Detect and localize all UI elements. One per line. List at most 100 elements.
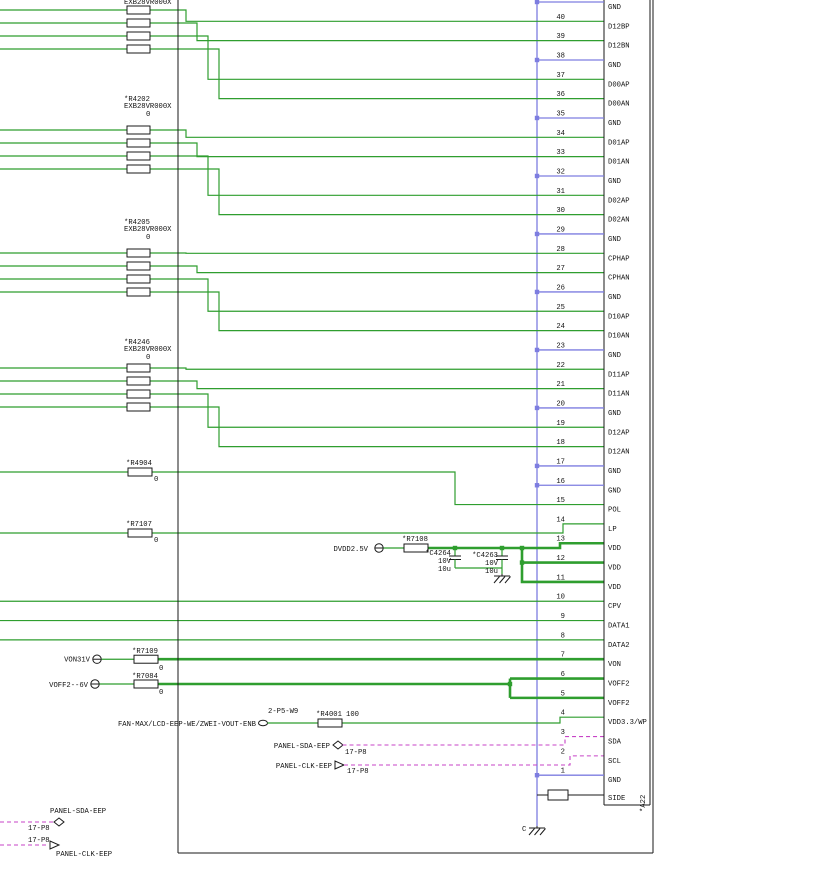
offpage-wire [342, 735, 604, 746]
pin-number: 15 [556, 497, 565, 505]
pin-name: VOFF2 [608, 700, 630, 708]
pin-name: D12AN [608, 449, 630, 457]
signal-wire [152, 471, 604, 506]
pin-name: VON [608, 661, 621, 669]
resistor-value: 0 [159, 689, 163, 697]
gnd-junction [534, 231, 540, 237]
pin-number: 40 [556, 14, 565, 22]
pin-number: 23 [556, 342, 565, 350]
signal-wire [150, 291, 604, 332]
resistor-refdes: *R4904 [126, 460, 152, 468]
pin-name: D00AN [608, 101, 630, 109]
ground-net-label: C [522, 826, 527, 834]
pin-number: 2 [561, 748, 565, 756]
pin-name: GND [608, 352, 621, 360]
pin-name: D02AN [608, 217, 630, 225]
gnd-junction [534, 773, 540, 778]
pin-name: DATA2 [608, 642, 630, 650]
network-part: EXB28VR000X [124, 346, 172, 354]
signal-wire [150, 155, 604, 196]
net-label: PANEL-CLK-EEP [276, 763, 332, 771]
resistor-network-element [126, 363, 151, 373]
pin-name: VOFF2 [608, 681, 630, 689]
connector-refdes: *A22 [640, 795, 648, 812]
pin-number: 4 [561, 710, 565, 718]
pin-number: 30 [556, 207, 565, 215]
pin-number: 31 [556, 188, 565, 196]
pin-name: GND [608, 62, 621, 70]
pin-name: POL [608, 507, 621, 515]
pin-number: 9 [561, 613, 565, 621]
resistor-refdes: *R7107 [126, 521, 152, 529]
resistor-value: 0 [154, 476, 158, 484]
signal-wire [150, 380, 604, 390]
pin-number: 29 [556, 226, 565, 234]
pin-number: 3 [561, 729, 565, 737]
offpage-wire [344, 755, 604, 766]
gnd-junction [534, 115, 540, 121]
pin-name: GND [608, 120, 621, 128]
capacitor-value: 10u [485, 568, 498, 576]
resistor-refdes: *R7108 [402, 536, 428, 544]
network-part: EXB28VR000X [124, 0, 172, 7]
network-value: 0 [146, 111, 150, 119]
pin-name: VDD3.3/WP [608, 719, 647, 727]
pin-name: GND [608, 4, 621, 12]
gnd-junction [534, 173, 540, 179]
connector-side-label: SIDE [608, 795, 625, 803]
pin-name: CPV [608, 603, 622, 611]
pin-number: 26 [556, 284, 565, 292]
capacitor-voltage: 10V [485, 560, 499, 568]
pin-number: 24 [556, 323, 565, 331]
signal-wire [342, 716, 604, 724]
cap-ground-symbol [493, 576, 500, 584]
pin-name: SDA [608, 739, 622, 747]
resistor-network-element [126, 274, 151, 284]
resistor-box [127, 467, 153, 477]
cap-ground-symbol [499, 576, 506, 584]
pin-name: CPHAP [608, 255, 630, 263]
net-label: PANEL-SDA-EEP [274, 743, 330, 751]
page-ref: 17-P8 [28, 837, 50, 845]
pin-number: 16 [556, 478, 565, 486]
page-ref: 17-P8 [28, 825, 50, 833]
pin-number: 10 [556, 594, 565, 602]
gnd-bus-ground-symbol [539, 828, 546, 836]
resistor-network-element [126, 248, 151, 258]
pin-number: 20 [556, 400, 565, 408]
network-refdes: *R4246 [124, 339, 150, 347]
pin-number: 13 [556, 536, 565, 544]
pin-number: 36 [556, 91, 565, 99]
capacitor-voltage: 10V [438, 558, 452, 566]
pin-name: D12AP [608, 429, 630, 437]
pin-name: D00AP [608, 81, 630, 89]
pin-number: 37 [556, 72, 565, 80]
network-refdes: *R4205 [124, 219, 150, 227]
pin-number: 17 [556, 458, 565, 466]
pin-name: VDD [608, 545, 621, 553]
offpage-diamond-symbol [332, 740, 344, 750]
pin-number: 12 [556, 555, 565, 563]
signal-wire [150, 367, 604, 370]
gnd-junction [534, 57, 540, 63]
signal-wire [150, 35, 604, 80]
resistor-value: 0 [154, 537, 158, 545]
junction [507, 681, 513, 687]
pin-name: D12BN [608, 43, 630, 51]
pin-name: D10AN [608, 333, 630, 341]
resistor-box [127, 528, 153, 538]
resistor-box [133, 679, 159, 689]
network-value: 0 [146, 354, 150, 362]
pin-number: 21 [556, 381, 565, 389]
network-part: EXB28VR000X [124, 103, 172, 111]
net-label: PANEL-CLK-EEP [56, 851, 112, 859]
pin-number: 32 [556, 168, 565, 176]
gnd-junction [534, 483, 540, 488]
resistor-refdes: *R7084 [132, 673, 158, 681]
capacitor-refdes: *C4263 [472, 552, 498, 560]
pin-name: GND [608, 236, 621, 244]
pin-number: 7 [561, 652, 565, 660]
pin-number: 25 [556, 304, 565, 312]
